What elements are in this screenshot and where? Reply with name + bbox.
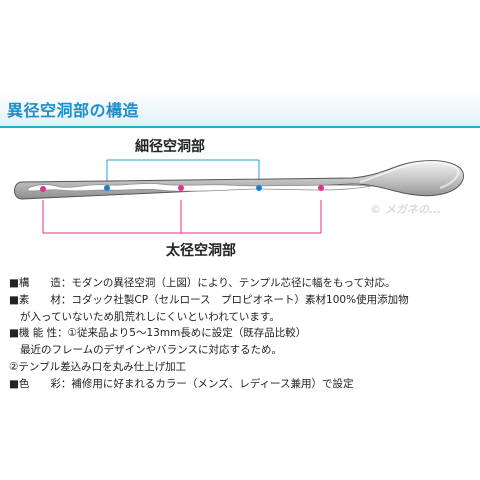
thin-marker: [256, 185, 262, 191]
spec-list: ■構 造：モダンの異径空洞（上図）により、テンプル芯径に幅をもって対応。 ■素 …: [9, 275, 475, 393]
spec-color: ■色 彩：補修用に好まれるカラー（メンズ、レディース兼用）で設定: [9, 377, 354, 390]
label-thin-hollow: 細径空洞部: [135, 139, 205, 155]
thick-marker: [178, 185, 184, 191]
thick-marker: [318, 185, 324, 191]
spec-function-cont: 最近のフレームのデザインやバランスに対応するため。: [20, 344, 282, 357]
spec-function: ■機 能 性：①従来品より5〜13mm長めに設定（既存品比較）: [9, 327, 307, 340]
temple-tip-diagram: 細径空洞部 太径空洞部 © メガネの...: [0, 128, 480, 273]
tip-highlight: [359, 161, 460, 189]
hollow-channel: [27, 183, 373, 192]
spec-structure: ■構 造：モダンの異径空洞（上図）により、テンプル芯径に幅をもって対応。: [9, 277, 396, 289]
thick-bracket: [42, 200, 322, 234]
thin-marker: [104, 185, 110, 191]
label-thick-hollow: 太径空洞部: [166, 243, 236, 259]
thick-marker: [40, 186, 46, 192]
section-title: 異径空洞部の構造: [7, 101, 140, 120]
temple-tip-body: [14, 160, 464, 200]
watermark-logo: © メガネの...: [370, 203, 442, 216]
spec-function-2: ②テンプル差込み口を丸み仕上げ加工: [9, 360, 187, 373]
spec-material: ■素 材：コダック社製CP（セルロース プロピオネート）素材100%使用添加物: [9, 293, 409, 306]
section-header: 異径空洞部の構造: [0, 92, 480, 128]
spec-material-cont: が入っていないため肌荒れしにくいといわれています。: [20, 310, 280, 323]
temple-tip-illustration: [14, 159, 464, 234]
